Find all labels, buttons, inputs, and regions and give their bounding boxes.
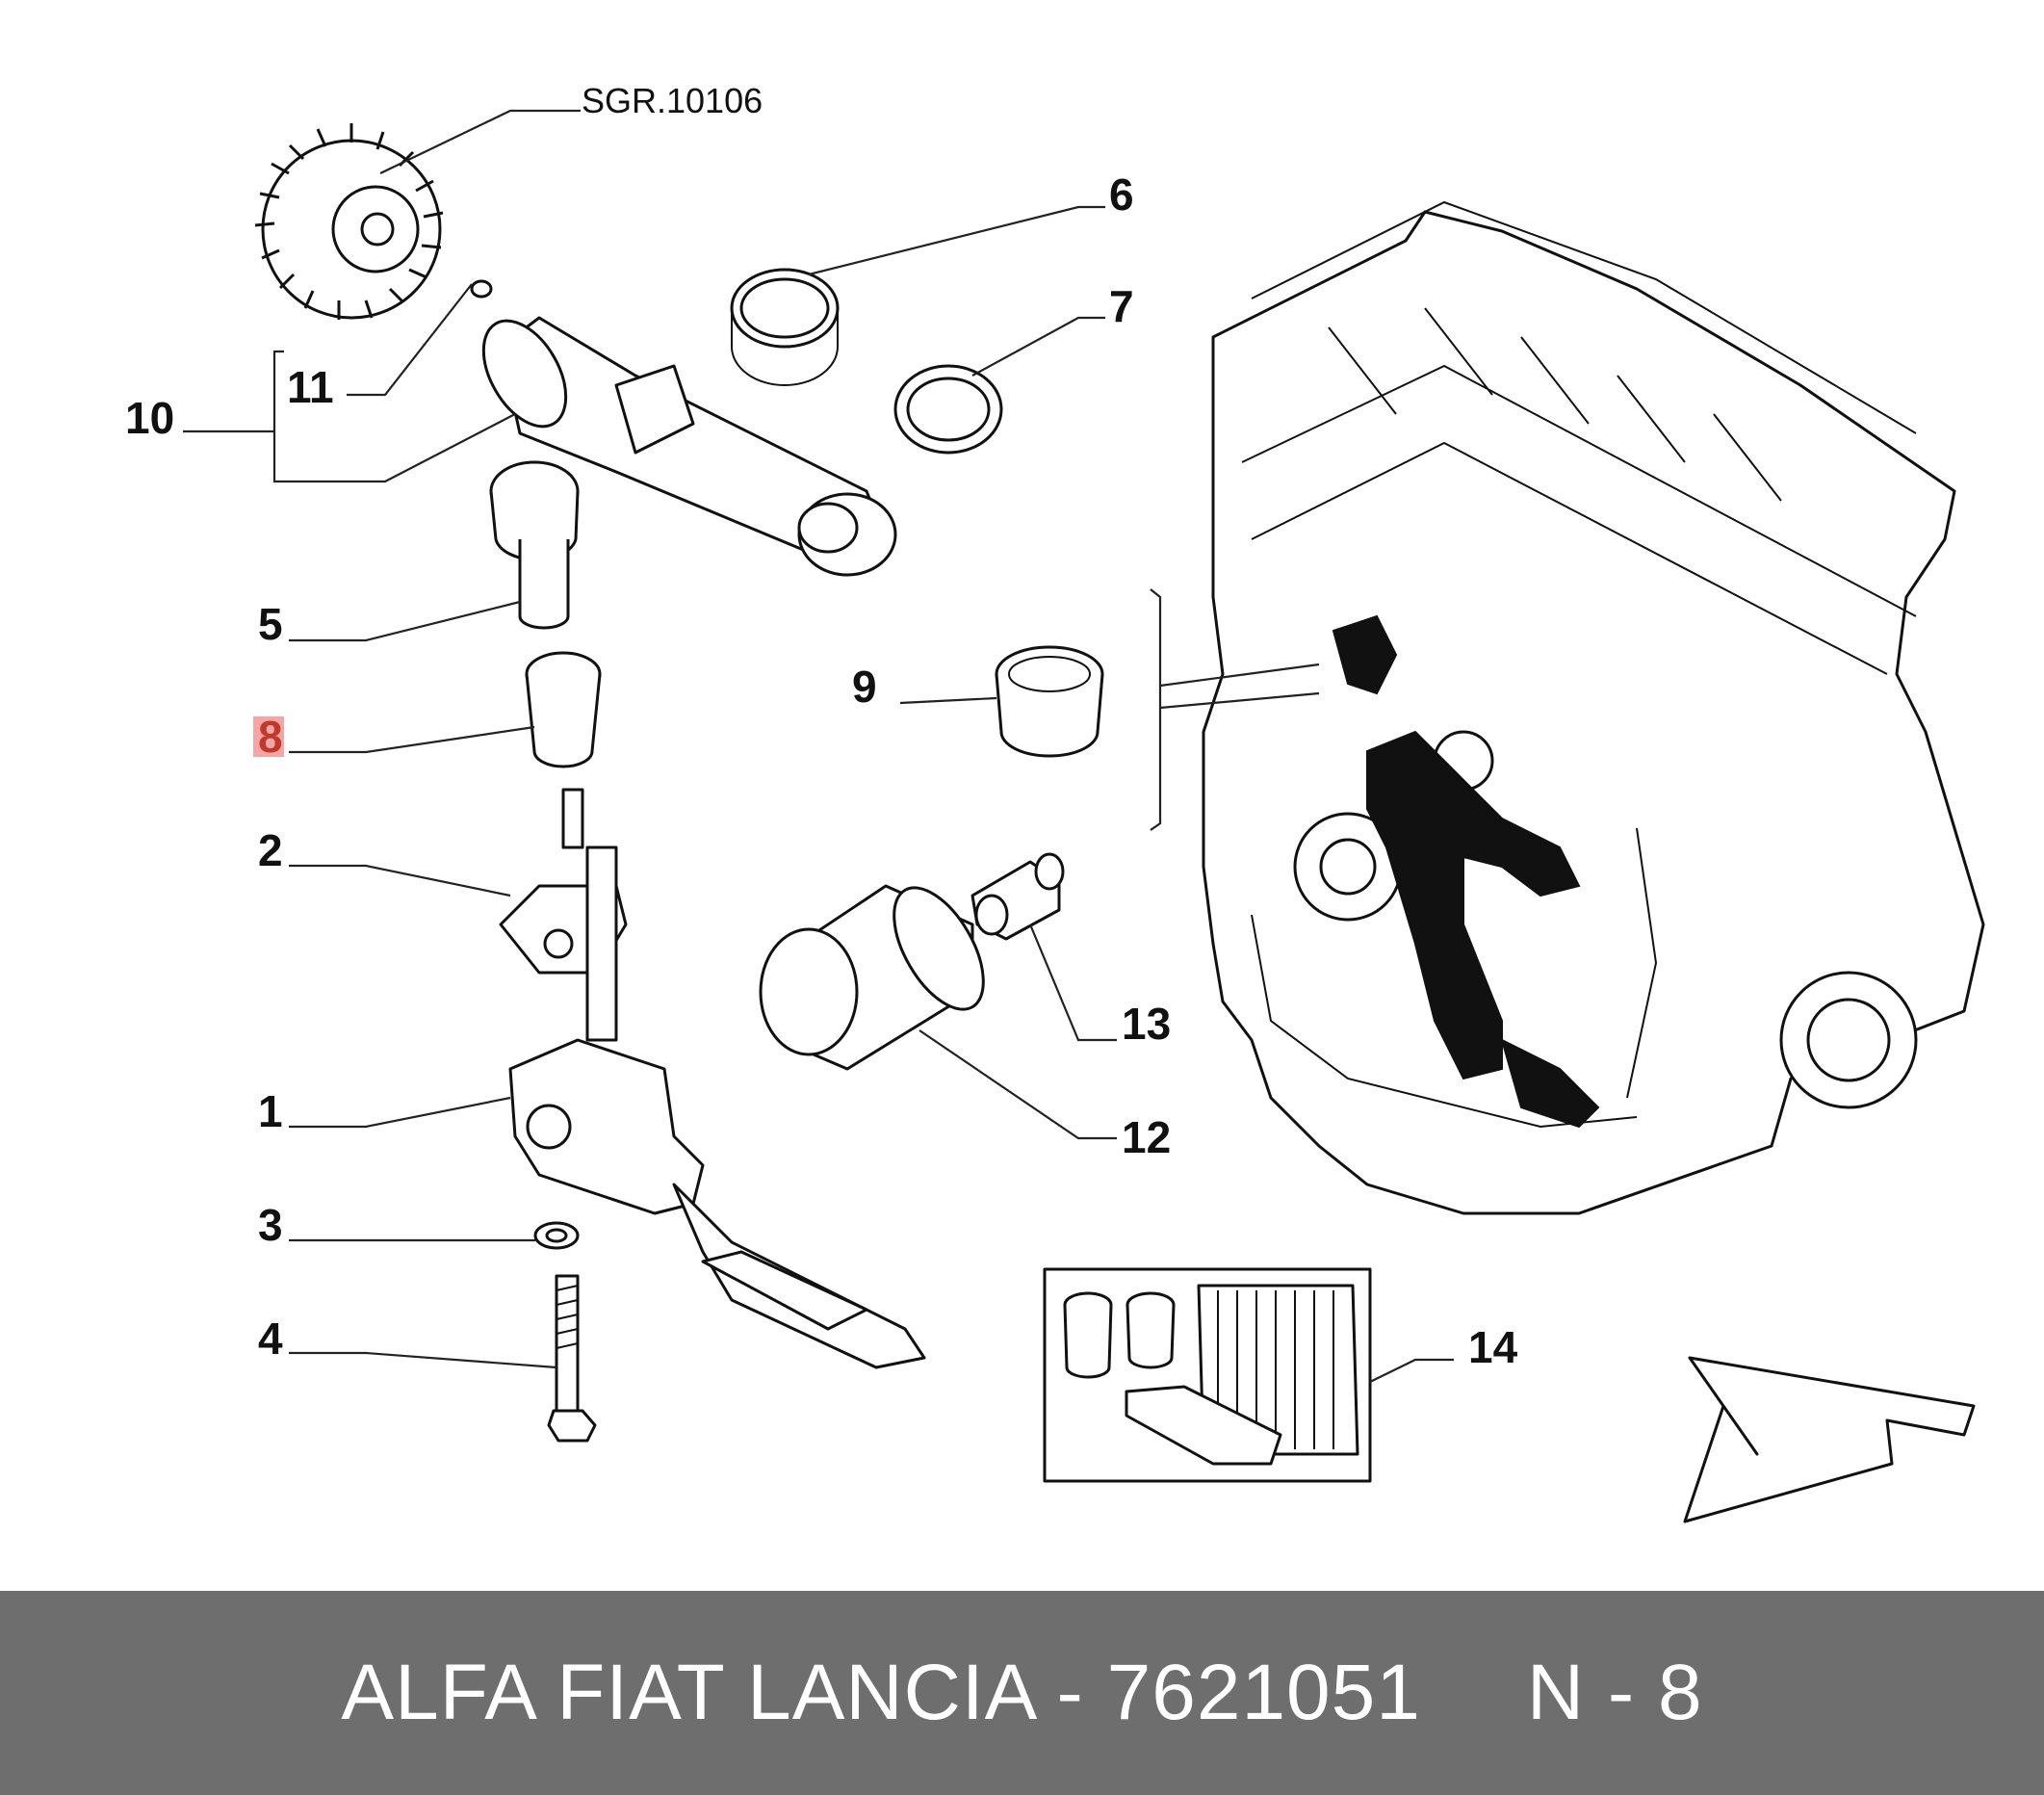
pump-shaft-gasket-2 [499,788,628,1042]
engine-block [1202,200,1985,1215]
callout-4: 4 [258,1314,283,1364]
bearing-7 [893,364,1003,455]
callout-2: 2 [258,825,283,875]
oil-pump-1 [508,1038,926,1369]
washer-3 [533,1221,580,1250]
callout-13: 13 [1122,999,1171,1049]
callout-7: 7 [1109,281,1134,331]
parts-diagram: SGR.10106 6 7 11 10 5 8 9 2 13 12 1 3 4 … [125,81,1985,1523]
timing-gear [254,123,493,320]
drive-gear-5 [489,460,580,630]
callout-8: 8 [258,712,283,762]
bearing-6 [730,268,840,386]
callout-10: 10 [125,393,174,443]
filter-kit-14 [1043,1267,1372,1483]
leader-lines [183,109,1454,1383]
callout-5: 5 [258,599,283,649]
direction-arrow-icon [1683,1356,1976,1523]
callout-9: 9 [852,662,877,712]
group-bracket-9 [1150,588,1162,831]
bushing-9 [995,645,1104,758]
reference-label: SGR.10106 [582,81,763,120]
footer-caption: ALFA FIAT LANCIA - 7621051 N - 8 [0,1591,2044,1795]
callout-14: 14 [1468,1322,1518,1372]
bolt-4 [547,1274,597,1443]
callout-6: 6 [1109,169,1134,220]
leader-9-engine [1159,663,1320,710]
position-reference: N - 8 [1526,1649,1703,1736]
oil-filter-12 [759,884,985,1071]
brand-part-number: ALFA FIAT LANCIA - 7621051 [341,1649,1421,1736]
intermediate-shaft [481,316,897,577]
callout-1: 1 [258,1086,283,1136]
union-13 [970,852,1065,941]
bushing-8 [525,651,602,768]
callout-8-highlight [253,716,284,757]
callout-11: 11 [287,362,334,412]
footer-bar: ALFA FIAT LANCIA - 7621051 N - 8 [0,1591,2044,1795]
callout-12: 12 [1122,1112,1171,1162]
callout-3: 3 [258,1200,283,1250]
